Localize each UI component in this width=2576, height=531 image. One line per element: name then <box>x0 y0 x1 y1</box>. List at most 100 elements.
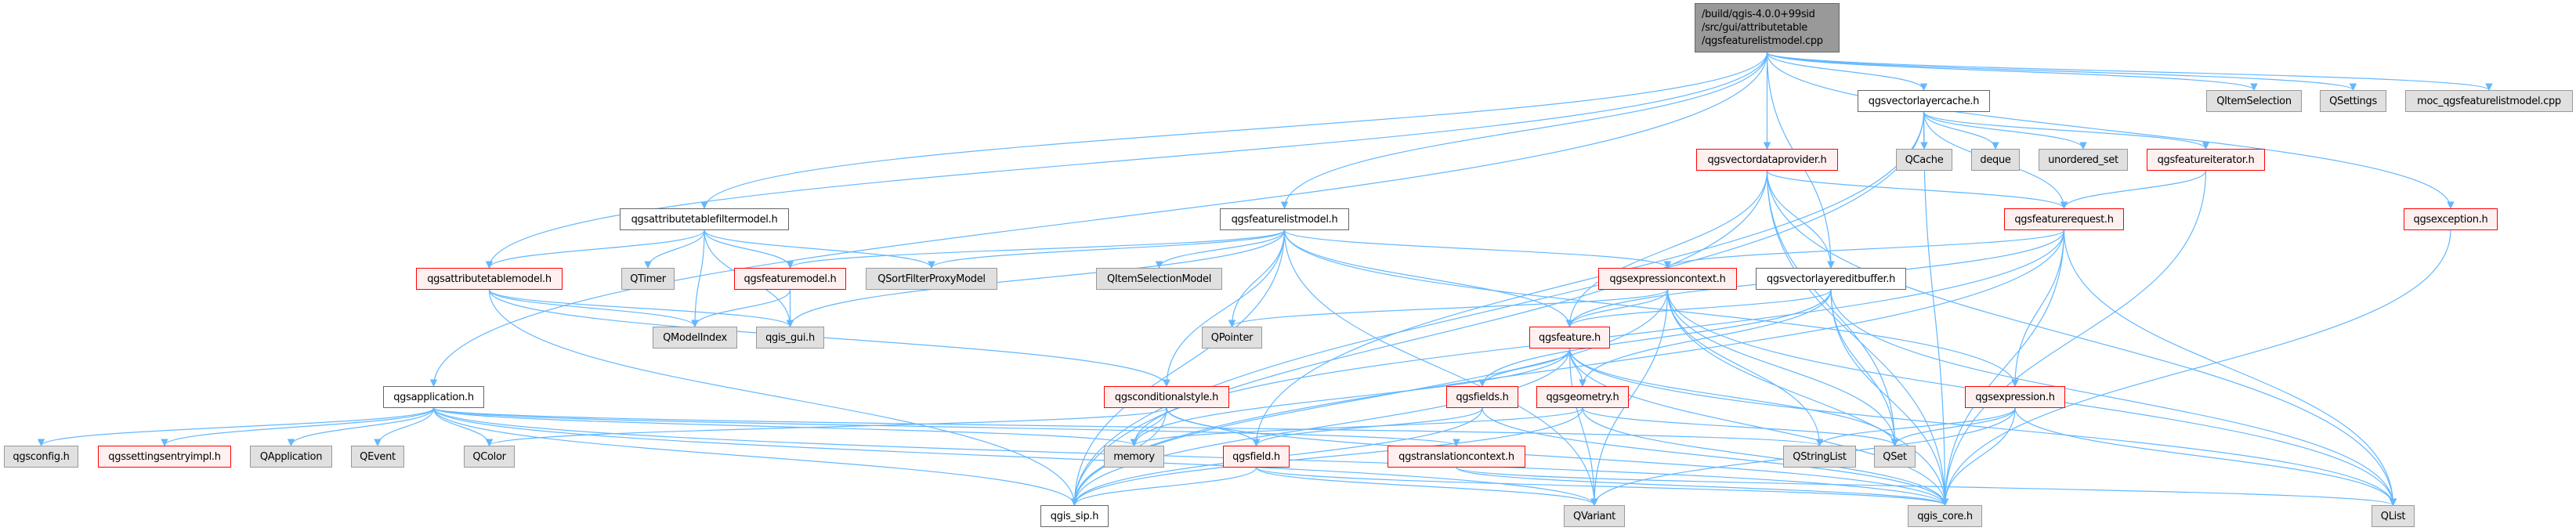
node-qgis-core[interactable]: qgis_core.h <box>1908 505 1982 527</box>
node-qgsfeature[interactable]: qgsfeature.h <box>1529 327 1610 349</box>
node-qgsconfig[interactable]: qgsconfig.h <box>4 446 78 468</box>
edge-root-to-QItemSelection <box>1766 52 2258 91</box>
edge-qgsfeaturelistmodel-to-QSortFilterProxyModel <box>928 229 1286 269</box>
node-label: qgsvectorlayercache.h <box>1868 95 1980 107</box>
node-label: QList <box>2380 510 2406 522</box>
edge-qgsconditionalstyle-to-qgis_core <box>1166 407 1949 506</box>
node-label: qgis_sip.h <box>1050 510 1099 522</box>
node-label: qgsfields.h <box>1456 391 1509 403</box>
edge-qgsexpression-to-QSet <box>1890 407 2016 446</box>
node-qgsapplication[interactable]: qgsapplication.h <box>383 386 484 408</box>
edge-qgsconditionalstyle-to-QColor <box>486 407 1167 446</box>
node-qgsgeometry[interactable]: qgsgeometry.h <box>1536 386 1629 408</box>
edge-qgsvectordataprovider-to-QSet <box>1766 170 1899 446</box>
edge-qgsvectorlayercache-to-qgis_core <box>1923 111 1949 506</box>
node-qset[interactable]: QSet <box>1874 446 1916 468</box>
edge-qgsvectorlayereditbuffer-to-qgis_core <box>1830 289 1949 506</box>
edge-qgsvectorlayereditbuffer-to-qgsfields <box>1478 289 1832 387</box>
edge-qgsvectordataprovider-to-qgsfeature <box>1565 170 1768 327</box>
node-qcache[interactable]: QCache <box>1896 149 1952 171</box>
edge-root-to-qgsfeaturelistmodel <box>1280 52 1768 209</box>
node-root[interactable]: /build/qgis-4.0.0+99sid/src/gui/attribut… <box>1695 3 1840 52</box>
edge-root-to-moc <box>1766 52 2493 91</box>
node-qevent[interactable]: QEvent <box>351 446 404 468</box>
edge-qgsapplication-to-qgis_sip <box>432 407 1079 506</box>
node-qlist[interactable]: QList <box>2372 505 2415 527</box>
edge-qgsgeometry-to-memory <box>1130 407 1583 446</box>
edge-qgsexpressioncontext-to-QPointer <box>1228 289 1669 327</box>
node-qpointer[interactable]: QPointer <box>1202 327 1262 349</box>
edge-qgsvectorlayereditbuffer-to-QList <box>1830 289 2397 506</box>
node-label: QPointer <box>1210 331 1254 344</box>
edge-qgsvectorlayereditbuffer-to-qgsfeature <box>1565 289 1832 327</box>
edge-qgsexpression-to-qgis_core <box>1941 407 2016 506</box>
node-label: deque <box>1980 154 2011 166</box>
node-label: QItemSelection <box>2216 95 2292 107</box>
node-qgsfeaturemodel[interactable]: qgsfeaturemodel.h <box>734 268 846 290</box>
edge-qgsvectordataprovider-to-qgis_core <box>1766 170 1949 506</box>
node-label: qgsattributetablemodel.h <box>427 273 552 285</box>
edge-qgsfeaturemodel-to-QModelIndex <box>691 289 791 327</box>
edge-qgsapplication-to-QVariant <box>432 407 1598 506</box>
node-qgsfeaturelistmodel[interactable]: qgsfeaturelistmodel.h <box>1220 208 1349 230</box>
edge-qgsvectordataprovider-to-QList <box>1766 170 2397 506</box>
node-qgsattributetablemodel[interactable]: qgsattributetablemodel.h <box>416 268 563 290</box>
edge-root-to-QSettings <box>1766 52 2357 91</box>
node-qgsconditionalstyle[interactable]: qgsconditionalstyle.h <box>1104 386 1229 408</box>
node-deque[interactable]: deque <box>1971 149 2020 171</box>
edge-qgsattributetablemodel-to-qgis_gui <box>488 289 794 327</box>
node-moc[interactable]: moc_qgsfeaturelistmodel.cpp <box>2405 90 2573 112</box>
node-qsettings[interactable]: QSettings <box>2320 90 2386 112</box>
edge-qgsvectordataprovider-to-qgsfeaturerequest <box>1766 170 2068 209</box>
node-qitemselection[interactable]: QItemSelection <box>2206 90 2302 112</box>
node-qgsvectordataprovider[interactable]: qgsvectordataprovider.h <box>1696 149 1838 171</box>
node-label: unordered_set <box>2048 154 2118 166</box>
node-qtimer[interactable]: QTimer <box>621 268 675 290</box>
node-qgis-sip[interactable]: qgis_sip.h <box>1040 505 1109 527</box>
node-qgsfeatureiterator[interactable]: qgsfeatureiterator.h <box>2147 149 2265 171</box>
edge-qgsgeometry-to-QSet <box>1582 407 1899 446</box>
node-qgsvectorlayereditbuffer[interactable]: qgsvectorlayereditbuffer.h <box>1756 268 1906 290</box>
node-qgsexpression[interactable]: qgsexpression.h <box>1965 386 2065 408</box>
node-qgsexpressioncontext[interactable]: qgsexpressioncontext.h <box>1598 268 1737 290</box>
node-label: qgssettingsentryimpl.h <box>108 450 221 463</box>
node-qgsattributetablefiltermodel[interactable]: qgsattributetablefiltermodel.h <box>620 208 789 230</box>
node-qitemselectionmodel[interactable]: QItemSelectionModel <box>1096 268 1222 290</box>
edge-qgsfeaturelistmodel-to-QVariant <box>1283 229 1598 506</box>
node-label: qgsapplication.h <box>393 391 474 403</box>
node-qapplication[interactable]: QApplication <box>250 446 332 468</box>
node-qgis-gui[interactable]: qgis_gui.h <box>756 327 824 349</box>
node-qgsexception[interactable]: qgsexception.h <box>2404 208 2498 230</box>
node-qvariant[interactable]: QVariant <box>1564 505 1625 527</box>
node-qstringlist[interactable]: QStringList <box>1783 446 1856 468</box>
node-memory[interactable]: memory <box>1104 446 1164 468</box>
edge-qgsfeatureiterator-to-qgis_core <box>1941 170 2207 506</box>
edge-qgsapplication-to-QStringList <box>432 407 1823 446</box>
node-label: QSettings <box>2329 95 2377 107</box>
node-qgsfields[interactable]: qgsfields.h <box>1446 386 1518 408</box>
node-label: QModelIndex <box>663 331 727 344</box>
node-unordered-set[interactable]: unordered_set <box>2039 149 2128 171</box>
edge-qgsapplication-to-QEvent <box>374 407 435 446</box>
node-label: QItemSelectionModel <box>1106 273 1212 285</box>
node-qgsvectorlayercache[interactable]: qgsvectorlayercache.h <box>1858 90 1990 112</box>
node-label: QSet <box>1883 450 1907 463</box>
edge-qgsvectorlayercache-to-qgis_sip <box>1070 111 1925 506</box>
node-label: qgsvectorlayereditbuffer.h <box>1766 273 1896 285</box>
node-label: qgsconfig.h <box>13 450 70 463</box>
node-qsortfilterproxymodel[interactable]: QSortFilterProxyModel <box>866 268 997 290</box>
node-qgsfield[interactable]: qgsfield.h <box>1223 446 1290 468</box>
node-qgssettingsentryimpl[interactable]: qgssettingsentryimpl.h <box>98 446 231 468</box>
node-label-line: /qgsfeaturelistmodel.cpp <box>1702 35 1823 47</box>
node-qgsfeaturerequest[interactable]: qgsfeaturerequest.h <box>2004 208 2124 230</box>
edge-qgsfeaturelistmodel-to-qgsfeaturemodel <box>786 229 1286 269</box>
edge-qgsattributetablemodel-to-QModelIndex <box>488 289 699 327</box>
node-qcolor[interactable]: QColor <box>464 446 515 468</box>
node-label: QSortFilterProxyModel <box>877 273 986 285</box>
edge-qgsfeaturerequest-to-qgsexpression <box>2011 229 2065 387</box>
node-qgstranslationcontext[interactable]: qgstranslationcontext.h <box>1387 446 1525 468</box>
edge-qgsvectordataprovider-to-qgsvectorlayereditbuffer <box>1766 170 1835 269</box>
node-qmodelindex[interactable]: QModelIndex <box>653 327 737 349</box>
edge-qgsfeaturerequest-to-QList <box>2063 229 2397 506</box>
